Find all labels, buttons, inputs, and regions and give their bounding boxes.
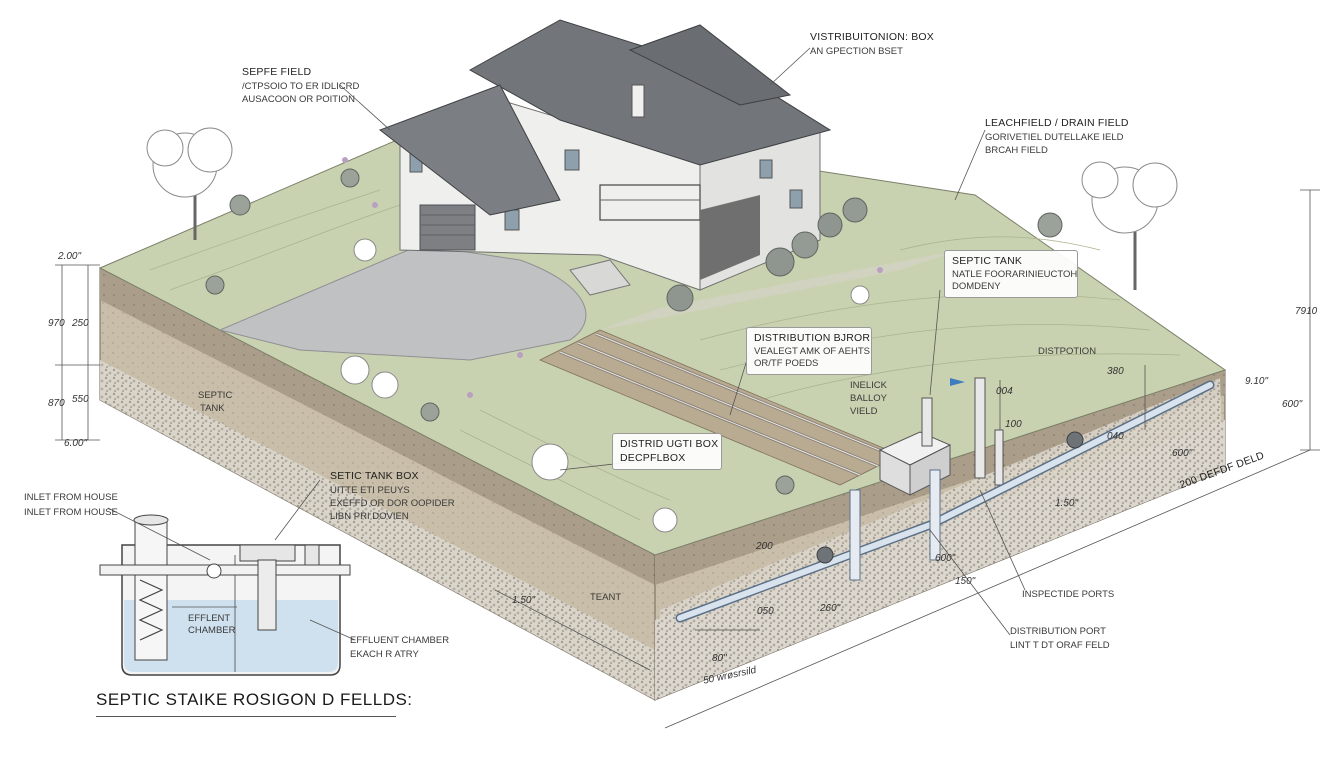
label-vield: VIELD: [850, 406, 878, 417]
callout-septic-tank: SEPTIC TANK NATLE FOORARINIEUCTOH DOMDEN…: [944, 250, 1078, 299]
diagram-title: SEPTIC STAIKE ROSIGON D FELLDS:: [96, 690, 413, 709]
label-septic-side-line1: SEPTIC: [198, 390, 233, 401]
label-inspection-ports: INSPECTIDE PORTS: [1022, 589, 1115, 600]
dim-200b: 200: [756, 541, 773, 552]
label-leachfield-line2: BRCAH FIELD: [985, 145, 1048, 156]
dim-600d: 600": [1282, 399, 1303, 410]
tank-cutaway: [99, 514, 351, 676]
house: [378, 19, 832, 296]
dim-004: 004: [996, 386, 1013, 397]
label-tank-box-title: SETIC TANK BOX: [330, 470, 419, 482]
label-ekach-r-atry: EKACH R ATRY: [350, 649, 419, 660]
label-inlet-1: INLET FROM HOUSE: [24, 492, 118, 503]
callout-distribution-bjror-title: DISTRIBUTION BJROR: [754, 332, 871, 344]
label-septic-side-line2: TANK: [200, 403, 225, 414]
dim-150b: 150": [955, 576, 976, 587]
label-distribution-box-top-title: VISTRIBUITONION: BOX: [810, 31, 934, 43]
callout-distribution-bjror: DISTRIBUTION BJROR VEALEGT AMK OF AEHTS …: [746, 327, 872, 376]
tree-small: [531, 443, 678, 533]
label-septic-field-line1: /CTPSOIO TO ER IDLICRD: [242, 81, 360, 92]
dimension-lines: [55, 189, 1320, 729]
callout-distribution-bjror-line2: OR/TF POEDS: [754, 357, 819, 369]
label-septic-field-line2: AUSACOON OR POITION: [242, 94, 355, 105]
leach-field-trenches: [539, 250, 960, 486]
label-tank-box-line2: EXEFFD OR DOR OOPIDER: [330, 498, 455, 509]
label-septic-field-title: SEPFE FIELD: [242, 66, 312, 78]
dim-160: 1.50": [1055, 498, 1079, 509]
label-balloy: BALLOY: [850, 393, 887, 404]
distribution-pipes: [675, 378, 1215, 623]
label-distribution-port-line2: LINT T DT ORAF FELD: [1010, 640, 1110, 651]
label-teant: TEANT: [590, 592, 622, 603]
label-tank-box-line3: LIBN PRI DOVIEN: [330, 511, 409, 522]
dim-7910: 7910: [1295, 306, 1318, 317]
dim-100: 100: [1005, 419, 1022, 430]
tree-right: [1081, 161, 1178, 290]
callout-septic-tank-line1: NATLE FOORARINIEUCTOH: [952, 268, 1078, 280]
callout-distrid-box-line2: DECPFLBOX: [620, 451, 686, 464]
callout-distribution-bjror-line1: VEALEGT AMK OF AEHTS: [754, 345, 870, 357]
label-tank-box-line1: UITTE ETI PEUYS: [330, 485, 410, 496]
dim-550: 550: [72, 394, 89, 405]
dim-250: 250: [72, 318, 89, 329]
dim-80: 80": [712, 653, 727, 664]
dim-150a: 1.50": [512, 595, 536, 606]
label-distpotion: DISTPOTION: [1038, 346, 1097, 357]
dim-870: 870: [48, 398, 65, 409]
dim-970: 970: [48, 318, 65, 329]
landscaping: [146, 127, 1178, 533]
dim-040: 040: [1107, 431, 1124, 442]
driveway: [218, 244, 587, 361]
label-efflent: EFFLENT: [188, 613, 231, 624]
label-effluent-chamber: EFFLUENT CHAMBER: [350, 635, 450, 646]
dim-260: 260": [820, 603, 841, 614]
dim-050: 050: [757, 606, 774, 617]
callout-distrid-box-line1: DISTRID UGTI BOX: [620, 438, 719, 450]
dim-600b: 600": [935, 553, 956, 564]
label-distribution-port: DISTRIBUTION PORT: [1010, 626, 1106, 637]
dim-600: 6.00": [64, 438, 88, 449]
label-leachfield-title: LEACHFIELD / DRAIN FIELD: [985, 117, 1129, 129]
dim-200: 2.00": [58, 251, 82, 262]
tree-left: [146, 127, 233, 240]
callout-septic-tank-line2: DOMDENY: [952, 280, 1001, 292]
dim-600c: 600": [1172, 448, 1193, 459]
title-underline: [96, 716, 396, 717]
label-efflent-chamber: CHAMBER: [188, 625, 236, 636]
label-leachfield-line1: GORIVETIEL DUTELLAKE IELD: [985, 132, 1124, 143]
dim-380: 380: [1107, 366, 1124, 377]
callout-septic-tank-title: SEPTIC TANK: [952, 255, 1023, 267]
dim-910: 9.10": [1245, 376, 1269, 387]
label-inelick: INELICK: [850, 380, 887, 391]
callout-distrid-box: DISTRID UGTI BOX DECPFLBOX: [612, 433, 722, 471]
label-distribution-box-top-line1: AN GPECTION BSET: [810, 46, 903, 57]
label-inlet-2: INLET FROM HOUSE: [24, 507, 118, 518]
